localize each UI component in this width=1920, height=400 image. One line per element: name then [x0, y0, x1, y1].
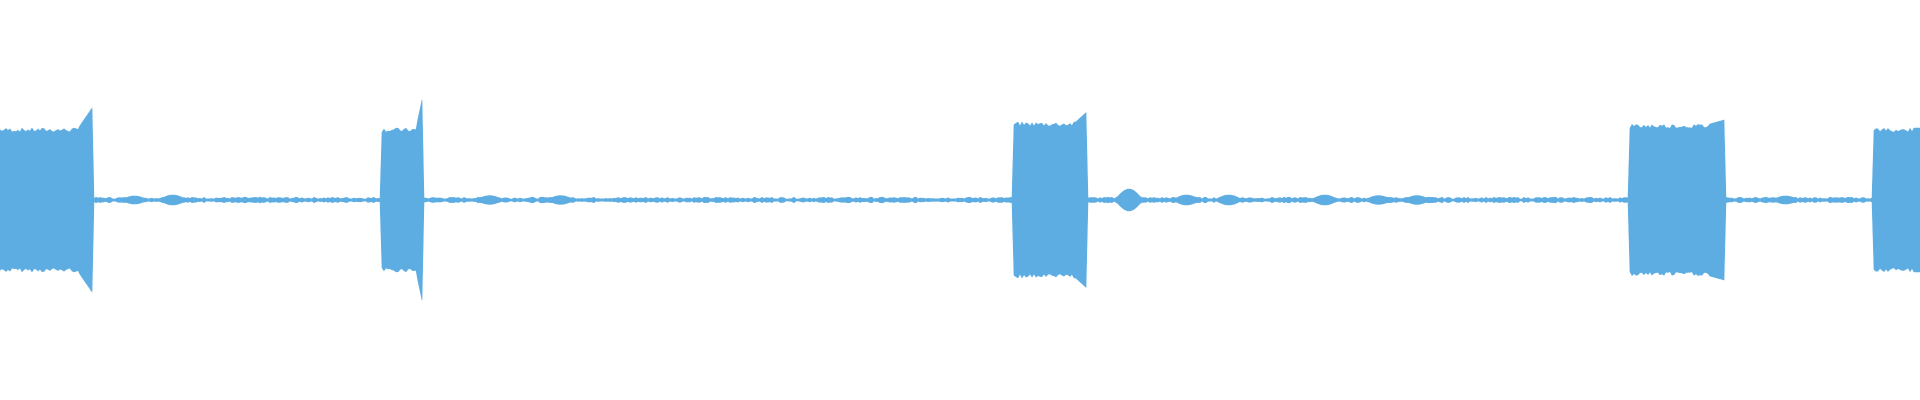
waveform-view: [0, 99, 1920, 301]
audio-waveform: [0, 99, 1920, 301]
